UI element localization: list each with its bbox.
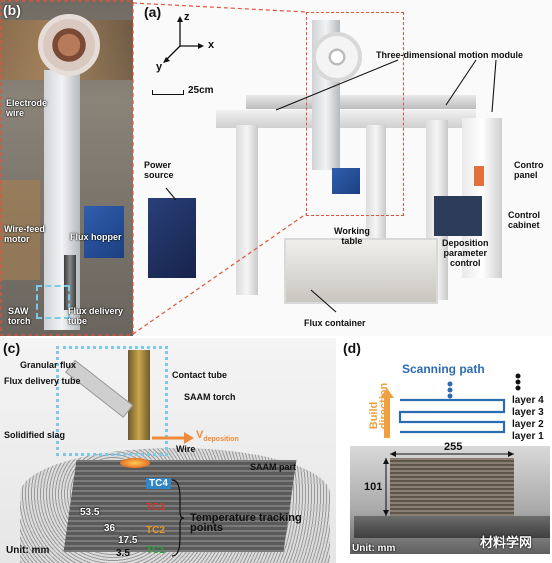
label-flux-delivery-tube-b: Flux delivery tube	[68, 306, 124, 326]
label-saam-part: SAAM part	[250, 462, 297, 472]
dimension-lines-d	[383, 451, 514, 516]
panel-a-photo: (a) z x y 25cm Three-dimensional motion …	[136, 0, 552, 336]
panel-d-label: (d)	[343, 340, 361, 356]
panel-b-photo: (b) Electrode wire Wire-feed motor Flux …	[0, 0, 133, 336]
tracking-bracket	[171, 479, 185, 557]
deposition-arrow-icon	[152, 432, 194, 444]
power-source-shape	[148, 198, 196, 278]
label-wire-feed-motor: Wire-feed motor	[4, 224, 45, 244]
label-wire: Wire	[176, 444, 196, 454]
label-power-source: Power source	[144, 160, 174, 180]
label-working-table: Working table	[334, 226, 370, 246]
gantry-spool-shape	[312, 32, 362, 82]
layer-1: layer 1	[512, 431, 544, 442]
panel-d: (d) Scanning path Build direction layer …	[340, 338, 552, 563]
flux-container-shape	[284, 238, 438, 304]
label-tracking-points: Temperature tracking points	[190, 512, 302, 534]
dim-height: 101	[364, 481, 383, 493]
tc1-label: TC1	[146, 545, 165, 556]
axis-x-label: x	[208, 39, 215, 51]
part-block	[390, 458, 514, 516]
scale-bar	[152, 90, 184, 95]
label-control-panel: Contro panel	[514, 160, 544, 180]
scale-bar-label: 25cm	[188, 85, 214, 96]
watermark: 材料学网	[480, 535, 533, 550]
layer-4: layer 4	[512, 395, 544, 406]
label-saam-torch: SAAM torch	[184, 392, 236, 402]
torch-highlight-box	[36, 285, 70, 319]
label-control-cabinet: Control cabinet	[508, 210, 540, 230]
leader-lines-a	[165, 59, 497, 313]
label-electrode-wire: Electrode wire	[6, 98, 48, 118]
dim-17-5: 17.5	[118, 535, 138, 546]
panel-b-label: (b)	[3, 2, 21, 18]
layer-2: layer 2	[512, 419, 544, 430]
v-sub: deposition	[203, 436, 239, 444]
scanning-dots	[380, 373, 521, 438]
label-solidified-slag: Solidified slag	[4, 430, 66, 440]
electrode-spool-shape	[38, 14, 100, 76]
tc4-label: TC4	[146, 478, 171, 489]
dim-width: 255	[444, 441, 463, 453]
dim-36: 36	[104, 523, 116, 534]
panel-a-label: (a)	[144, 4, 162, 20]
label-contact-tube: Contact tube	[172, 370, 227, 380]
label-unit-c: Unit: mm	[6, 545, 50, 556]
axes-icon	[163, 16, 204, 63]
label-unit-d: Unit: mm	[352, 543, 396, 554]
torch-shape	[128, 350, 150, 440]
axis-y-label: y	[156, 61, 163, 73]
label-saw-torch: SAW torch	[8, 306, 31, 326]
label-flux-container: Flux container	[304, 318, 366, 328]
v-main: V	[196, 429, 204, 441]
label-deposition-control: Deposition parameter control	[442, 238, 489, 268]
dim-3-5: 3.5	[116, 548, 130, 559]
label-scanning-path: Scanning path	[402, 362, 485, 376]
dim-53-5: 53.5	[80, 507, 100, 518]
tc3-label: TC3	[146, 502, 165, 513]
torch-callout-box	[306, 12, 404, 216]
panel-link-lines	[0, 0, 307, 336]
label-granular-flux: Granular flux	[20, 360, 77, 370]
tc2-label: TC2	[146, 525, 165, 536]
label-flux-delivery-tube-c: Flux delivery tube	[4, 376, 81, 386]
flux-hopper-shape	[84, 206, 124, 258]
panel-c-schematic: (c) Granular flux Flux delivery tube Con…	[0, 338, 336, 563]
label-flux-hopper: Flux hopper	[70, 232, 122, 242]
axis-z-label: z	[184, 11, 190, 23]
label-v-deposition: Vdeposition	[196, 430, 239, 445]
label-motion-module: Three-dimensional motion module	[376, 50, 524, 60]
panel-c-label: (c)	[3, 340, 21, 356]
torch-zoom-box	[56, 346, 168, 456]
layer-3: layer 3	[512, 407, 544, 418]
